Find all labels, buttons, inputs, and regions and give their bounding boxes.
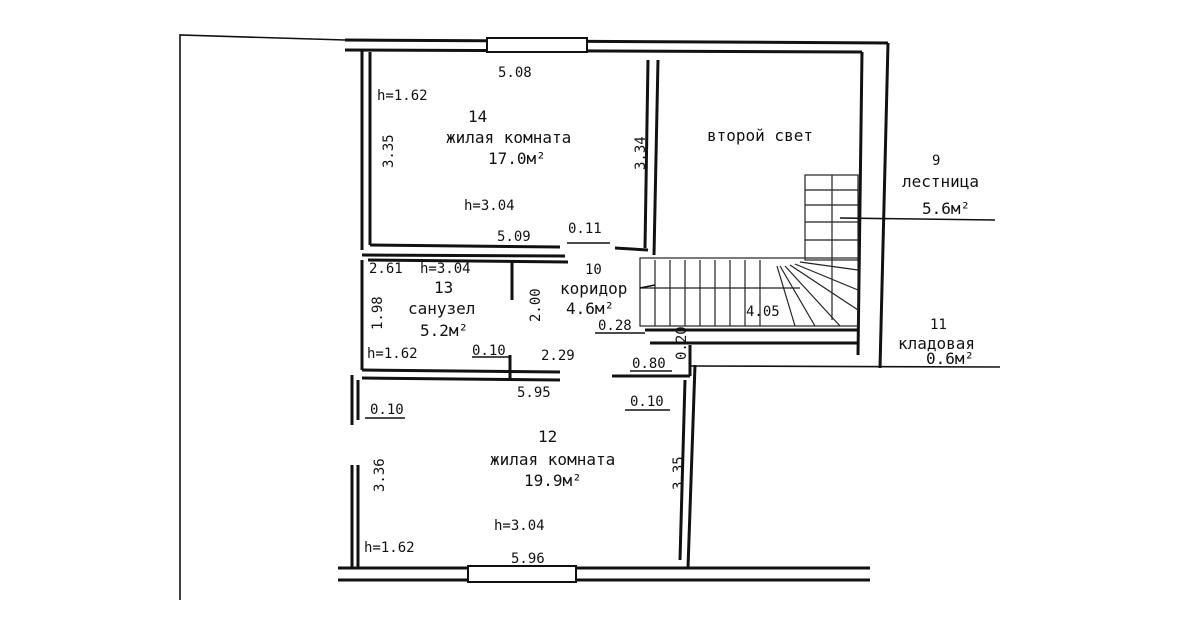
outer-walls: [179, 34, 890, 600]
room-name: санузел: [408, 299, 475, 318]
dim-bottom: 5.09: [497, 229, 531, 245]
dim-tl: 0.10: [370, 402, 404, 418]
height-low: h=1.62: [377, 88, 428, 104]
room-area: 17.0м²: [488, 149, 546, 168]
room-name: коридор: [560, 279, 627, 298]
dim-c: 0.80: [632, 356, 666, 372]
dim-right: 2.00: [528, 288, 544, 322]
room-name: кладовая: [898, 334, 975, 353]
staircase: [639, 174, 996, 327]
height-low: h=1.62: [364, 540, 415, 556]
dim-b: 2.29: [541, 348, 575, 364]
height-high: h=3.04: [464, 198, 515, 214]
room-11: 11 кладовая 0.6м²: [898, 317, 975, 368]
room-area: 19.9м²: [524, 471, 582, 490]
room-number: 9: [932, 153, 940, 169]
room-area: 5.6м²: [922, 199, 970, 218]
height-high: h=3.04: [494, 518, 545, 534]
room-13: 2.61 h=3.04 13 санузел 5.2м² h=1.62 0.10…: [367, 261, 544, 362]
dim-left: 3.35: [381, 134, 397, 168]
room-number: 11: [930, 317, 947, 333]
second-light-label: второй свет: [707, 126, 813, 145]
height-low: h=1.62: [367, 346, 418, 362]
room-number: 10: [585, 262, 602, 278]
dim-left: 3.36: [372, 458, 388, 492]
dim-bottom: 0.10: [472, 343, 506, 359]
room-number: 13: [434, 278, 453, 297]
room-number: 14: [468, 107, 487, 126]
room-10: 10 коридор 4.6м² 0.28 2.29 0.80 0.20 4.0…: [541, 262, 780, 372]
room-12: 5.95 0.10 0.10 12 жилая комната 19.9м² h…: [364, 385, 687, 567]
dim-top: 5.08: [498, 65, 532, 81]
room-name: жилая комната: [446, 128, 571, 147]
room-area: 5.2м²: [420, 321, 468, 340]
room-14: 5.08 h=1.62 14 жилая комната 17.0м² h=3.…: [377, 65, 649, 245]
room-area: 4.6м²: [566, 299, 614, 318]
room-name: лестница: [902, 172, 979, 191]
inner-walls: [360, 59, 1001, 382]
dim-top: 2.61: [369, 261, 403, 277]
room-number: 12: [538, 427, 557, 446]
dim-a: 0.28: [598, 318, 632, 334]
stair-dim: 4.05: [746, 304, 780, 320]
dim-right: 3.35: [671, 456, 687, 490]
room-9: 9 лестница 5.6м²: [902, 153, 979, 218]
dim-d: 0.20: [674, 326, 690, 360]
room-name: жилая комната: [490, 450, 615, 469]
dim-left: 1.98: [370, 296, 386, 330]
dim-right: 3.34: [633, 136, 649, 170]
dim-bottom: 5.96: [511, 551, 545, 567]
height-high: h=3.04: [420, 261, 471, 277]
dim-wall: 0.11: [568, 221, 602, 237]
room-area: 0.6м²: [926, 349, 974, 368]
dim-top: 5.95: [517, 385, 551, 401]
dim-tr: 0.10: [630, 394, 664, 410]
leaders: [365, 242, 672, 419]
